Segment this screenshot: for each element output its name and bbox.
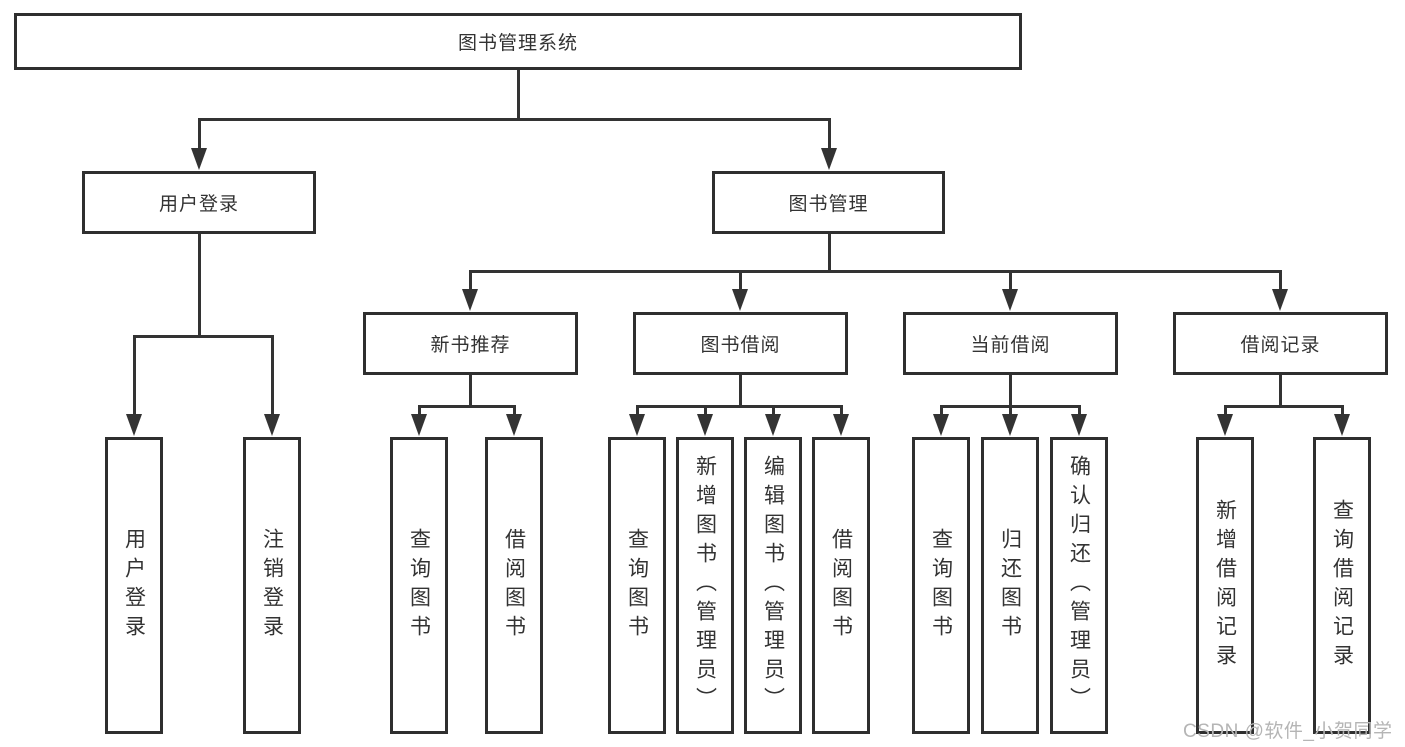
node-label: 用户登录 [158, 194, 239, 215]
arrow-down-icon [126, 414, 142, 436]
node-borrowing-records: 借阅记录 [1173, 312, 1388, 375]
connector-arrow-shaft [132, 335, 136, 414]
node-current-borrowing: 当前借阅 [903, 312, 1118, 375]
arrow-down-icon [1002, 414, 1018, 436]
node-label: 归还图书 [998, 527, 1022, 644]
edge-user-login-crossbar [132, 335, 274, 338]
arrow-down-icon [697, 414, 713, 436]
connector-arrow-shaft [1008, 270, 1012, 289]
node-label: 编辑图书（管理员） [761, 455, 785, 716]
arrow-down-icon [1071, 414, 1087, 436]
edge-book-borrowing-trunk [738, 375, 742, 408]
node-label: 借阅图书 [502, 527, 526, 644]
connector-arrow-shaft [703, 405, 707, 414]
node-user-login: 用户登录 [82, 171, 316, 234]
leaf-confirm-return-admin: 确认归还（管理员） [1050, 437, 1108, 734]
leaf-query-borrow-record: 查询借阅记录 [1313, 437, 1371, 734]
arrow-down-icon [732, 289, 748, 311]
edge-user-login-trunk [197, 234, 201, 338]
connector-arrow-shaft [738, 270, 742, 289]
leaf-edit-book-admin: 编辑图书（管理员） [744, 437, 802, 734]
leaf-logout: 注销登录 [243, 437, 301, 734]
node-label: 借阅图书 [829, 527, 853, 644]
connector-arrow-shaft [827, 118, 831, 148]
arrow-down-icon [833, 414, 849, 436]
edge-borrowing-records-crossbar [1223, 405, 1344, 408]
edge-book-management-trunk [827, 234, 831, 273]
node-book-borrowing: 图书借阅 [633, 312, 848, 375]
leaf-query-books-current: 查询图书 [912, 437, 970, 734]
connector-arrow-shaft [1278, 270, 1282, 289]
node-label: 查询图书 [929, 527, 953, 644]
node-label: 新书推荐 [430, 335, 511, 356]
node-label: 图书管理系统 [457, 33, 578, 54]
leaf-query-books-recommend: 查询图书 [390, 437, 448, 734]
node-library-system: 图书管理系统 [14, 13, 1022, 70]
edge-root-trunk [516, 70, 520, 119]
connector-arrow-shaft [1340, 405, 1344, 414]
arrow-down-icon [462, 289, 478, 311]
connector-arrow-shaft [635, 405, 639, 414]
arrow-down-icon [1334, 414, 1350, 436]
edge-current-borrowing-trunk [1008, 375, 1012, 408]
edge-book-borrowing-crossbar [635, 405, 843, 408]
watermark: CSDN @软件_小贺同学 [1183, 721, 1393, 742]
arrow-down-icon [506, 414, 522, 436]
connector-arrow-shaft [771, 405, 775, 414]
node-book-management: 图书管理 [712, 171, 945, 234]
arrow-down-icon [765, 414, 781, 436]
edge-new-book-recommend-trunk [468, 375, 472, 408]
arrow-down-icon [821, 148, 837, 170]
node-label: 查询借阅记录 [1330, 498, 1354, 673]
leaf-user-login: 用户登录 [105, 437, 163, 734]
leaf-query-books-borrowing: 查询图书 [608, 437, 666, 734]
node-label: 当前借阅 [970, 335, 1051, 356]
node-new-book-recommend: 新书推荐 [363, 312, 578, 375]
edge-book-management-crossbar [468, 270, 1282, 273]
connector-arrow-shaft [270, 335, 274, 414]
arrow-down-icon [411, 414, 427, 436]
leaf-borrow-books: 借阅图书 [812, 437, 870, 734]
connector-arrow-shaft [197, 118, 201, 148]
node-label: 确认归还（管理员） [1067, 455, 1091, 716]
node-label: 图书借阅 [700, 335, 781, 356]
connector-arrow-shaft [839, 405, 843, 414]
connector-arrow-shaft [417, 405, 421, 414]
connector-arrow-shaft [468, 270, 472, 289]
edge-root-crossbar [197, 118, 831, 121]
node-label: 借阅记录 [1240, 335, 1321, 356]
node-label: 查询图书 [625, 527, 649, 644]
leaf-return-book: 归还图书 [981, 437, 1039, 734]
node-label: 新增图书（管理员） [693, 455, 717, 716]
arrow-down-icon [1272, 289, 1288, 311]
connector-arrow-shaft [512, 405, 516, 414]
edge-new-book-recommend-crossbar [417, 405, 516, 408]
connector-arrow-shaft [1008, 405, 1012, 414]
arrow-down-icon [191, 148, 207, 170]
node-label: 图书管理 [788, 194, 869, 215]
leaf-add-borrow-record: 新增借阅记录 [1196, 437, 1254, 734]
arrow-down-icon [629, 414, 645, 436]
arrow-down-icon [1002, 289, 1018, 311]
node-label: 查询图书 [407, 527, 431, 644]
connector-arrow-shaft [1077, 405, 1081, 414]
node-label: 注销登录 [260, 527, 284, 644]
edge-borrowing-records-trunk [1279, 375, 1282, 408]
connector-arrow-shaft [1223, 405, 1227, 414]
leaf-borrow-books-recommend: 借阅图书 [485, 437, 543, 734]
node-label: 新增借阅记录 [1213, 498, 1237, 673]
arrow-down-icon [933, 414, 949, 436]
connector-arrow-shaft [939, 405, 943, 414]
node-label: 用户登录 [122, 527, 146, 644]
arrow-down-icon [264, 414, 280, 436]
leaf-add-book-admin: 新增图书（管理员） [676, 437, 734, 734]
arrow-down-icon [1217, 414, 1233, 436]
